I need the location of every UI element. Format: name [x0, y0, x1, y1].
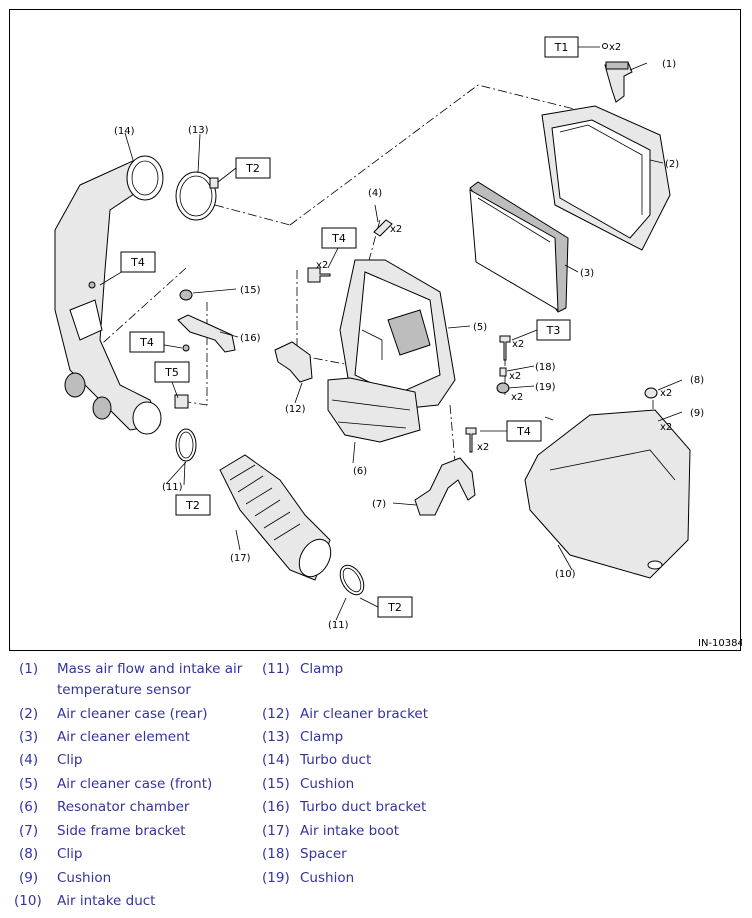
- side-frame-bracket-part: [414, 457, 476, 516]
- air-intake-duct-part: [524, 409, 691, 579]
- torque-tag-t2-clamp11-upper: T2: [175, 494, 211, 516]
- assembly-leader-line: [449, 404, 456, 463]
- callout-8: (8): [690, 375, 704, 386]
- quantity-x2-cushion19: x2: [511, 392, 523, 403]
- clamp-11-upper-part: [175, 428, 197, 462]
- air-intake-boot-part: [219, 454, 332, 581]
- legend-item: (12)Air cleaner bracket: [262, 706, 429, 722]
- callout-15: (15): [240, 285, 261, 296]
- turbo-duct-part: [54, 155, 164, 435]
- figure-id: IN-10384: [698, 638, 742, 649]
- legend-item: (14)Turbo duct: [262, 752, 372, 768]
- torque-tag-t4-side-bracket: T4: [506, 420, 542, 442]
- callout-4: (4): [368, 188, 382, 199]
- air-cleaner-element-part: [469, 181, 569, 313]
- callout-2: (2): [665, 159, 679, 170]
- callout-18: (18): [535, 362, 556, 373]
- callout-11-lower: (11): [328, 620, 349, 631]
- legend-item: (16)Turbo duct bracket: [262, 799, 427, 815]
- callout-17: (17): [230, 553, 251, 564]
- callout-7: (7): [372, 499, 386, 510]
- legend-item: (11)Clamp: [262, 661, 344, 677]
- callout-12: (12): [285, 404, 306, 415]
- legend-item: (7)Side frame bracket: [19, 823, 186, 839]
- svg-text:T4: T4: [139, 336, 154, 349]
- torque-tag-t1: T1: [544, 36, 579, 58]
- callout-5: (5): [473, 322, 487, 333]
- legend-item: (1)Mass air flow and intake air temperat…: [19, 661, 243, 698]
- turbo-duct-bracket-part: [177, 314, 236, 353]
- svg-text:T4: T4: [331, 232, 346, 245]
- callout-14: (14): [114, 126, 135, 137]
- legend-item: (5)Air cleaner case (front): [19, 776, 213, 792]
- svg-text:T4: T4: [516, 425, 531, 438]
- callout-19: (19): [535, 382, 556, 393]
- legend-item: (2)Air cleaner case (rear): [19, 706, 208, 722]
- callout-9: (9): [690, 408, 704, 419]
- svg-text:T4: T4: [130, 256, 145, 269]
- exploded-parts-diagram: T1 T2 T2 T2 T3 T4 T4 T4 T4 T5 (1) (2) (3…: [9, 9, 742, 651]
- callout-11-upper: (11): [162, 482, 183, 493]
- svg-text:T5: T5: [164, 366, 179, 379]
- clip-part: [373, 219, 393, 237]
- callout-10: (10): [555, 569, 576, 580]
- air-cleaner-bracket-part: [274, 341, 313, 383]
- torque-tag-t4-turbo-duct: T4: [120, 251, 156, 273]
- mass-air-flow-sensor-part: [602, 43, 633, 103]
- quantity-x2-t4-bolt: x2: [477, 442, 489, 453]
- callout-1: (1): [662, 59, 676, 70]
- quantity-x2-spacer: x2: [509, 371, 521, 382]
- quantity-x2-clip: x2: [390, 224, 402, 235]
- legend-item: (18)Spacer: [262, 846, 347, 862]
- legend-item: (15)Cushion: [262, 776, 355, 792]
- legend-item: (3)Air cleaner element: [19, 729, 190, 745]
- clamp-11-lower-part: [339, 564, 365, 596]
- svg-text:T2: T2: [185, 499, 200, 512]
- clip-8-part: [644, 387, 658, 399]
- quantity-x2-t3-bolt: x2: [512, 339, 524, 350]
- torque-tag-t3: T3: [536, 319, 571, 341]
- svg-text:T2: T2: [245, 162, 260, 175]
- legend-item: (9)Cushion: [19, 870, 112, 886]
- legend-item: (10)Air intake duct: [14, 893, 156, 909]
- quantity-x2-clip8: x2: [660, 388, 672, 399]
- torque-tag-t5: T5: [154, 361, 190, 383]
- legend-item: (6)Resonator chamber: [19, 799, 190, 815]
- air-cleaner-case-front-part: [339, 259, 456, 411]
- spacer-18-part: [499, 367, 507, 377]
- callout-6: (6): [353, 466, 367, 477]
- quantity-x2-cushion9: x2: [660, 422, 672, 433]
- resonator-chamber-part: [327, 377, 421, 443]
- cushion-15-part: [179, 289, 193, 301]
- cushion-19-part: [496, 382, 510, 394]
- quantity-x2-case-bolt: x2: [316, 260, 328, 271]
- assembly-leader-line: [94, 267, 187, 351]
- parts-legend: (1)Mass air flow and intake air temperat…: [0, 656, 752, 918]
- legend-item: (8)Clip: [19, 846, 83, 862]
- assembly-leader-line: [214, 204, 291, 226]
- legend-item: (17)Air intake boot: [262, 823, 400, 839]
- legend-item: (19)Cushion: [262, 870, 355, 886]
- torque-tag-t2-clamp11-lower: T2: [377, 596, 413, 618]
- clamp-13-part: [175, 171, 219, 221]
- svg-text:T3: T3: [546, 324, 561, 337]
- torque-tag-t4-bracket: T4: [129, 331, 165, 353]
- svg-text:T1: T1: [554, 41, 569, 54]
- callout-16: (16): [240, 333, 261, 344]
- legend-item: (4)Clip: [19, 752, 83, 768]
- svg-text:T2: T2: [387, 601, 402, 614]
- callout-3: (3): [580, 268, 594, 279]
- legend-item: (13)Clamp: [262, 729, 344, 745]
- quantity-x2-sensor: x2: [609, 42, 621, 53]
- callout-13: (13): [188, 125, 209, 136]
- torque-tag-t4-case-front: T4: [321, 227, 357, 249]
- diagram-canvas: T1 T2 T2 T2 T3 T4 T4 T4 T4 T5 (1) (2) (3…: [54, 36, 742, 649]
- bolts: [88, 267, 511, 453]
- assembly-leader-line: [289, 84, 611, 226]
- air-cleaner-case-rear-part: [541, 105, 671, 251]
- torque-tag-t2-clamp13: T2: [235, 157, 271, 179]
